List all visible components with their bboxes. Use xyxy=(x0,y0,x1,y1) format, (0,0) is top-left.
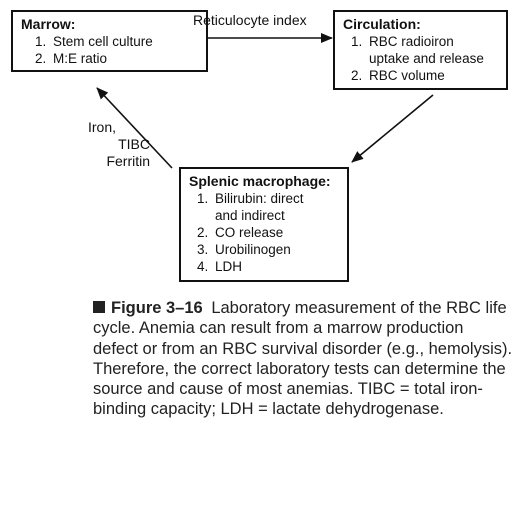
splenic-macrophage-box: Splenic macrophage: 1.Bilirubin: direct … xyxy=(179,167,349,282)
edge-label-reticulocyte-index: Reticulocyte index xyxy=(193,12,307,28)
figure-number: Figure 3–16 xyxy=(111,299,203,317)
list-item: 1.RBC radioiron uptake and release xyxy=(351,34,484,66)
list-item: 2.CO release xyxy=(197,225,284,240)
list-item: 1.Bilirubin: direct and indirect xyxy=(197,191,304,223)
caption-square-icon xyxy=(93,301,105,313)
arrow-splenic-to-marrow xyxy=(96,87,173,169)
list-item: 1.Stem cell culture xyxy=(35,34,153,49)
splenic-title: Splenic macrophage: xyxy=(189,173,331,189)
list-item: 2.M:E ratio xyxy=(35,51,108,66)
marrow-box: Marrow: 1.Stem cell culture 2.M:E ratio xyxy=(11,10,208,72)
edge-label-iron-tibc-ferritin: Iron, TIBC Ferritin xyxy=(88,119,150,169)
caption-text: Laboratory measurement of the RBC life c… xyxy=(93,299,513,419)
circulation-title: Circulation: xyxy=(343,16,421,32)
marrow-title: Marrow: xyxy=(21,16,76,32)
list-item: 2.RBC volume xyxy=(351,68,445,83)
arrows-layer xyxy=(96,33,434,169)
list-item: 4.LDH xyxy=(197,259,243,274)
arrow-circulation-to-splenic xyxy=(351,94,434,163)
circulation-box: Circulation: 1.RBC radioiron uptake and … xyxy=(333,10,508,90)
list-item: 3.Urobilinogen xyxy=(197,242,291,257)
figure-caption: Figure 3–16 Laboratory measurement of th… xyxy=(93,298,513,420)
